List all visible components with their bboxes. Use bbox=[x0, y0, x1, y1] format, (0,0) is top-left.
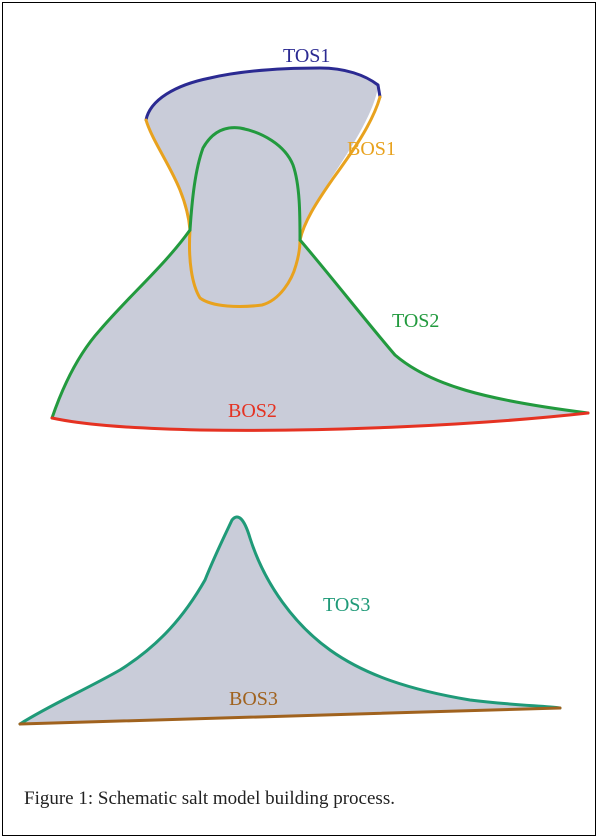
bos1-line-left bbox=[144, 118, 192, 232]
bos2-line bbox=[50, 411, 590, 432]
bos3-line bbox=[18, 706, 562, 726]
tos1-line bbox=[144, 66, 382, 122]
figure-caption: Figure 1: Schematic salt model building … bbox=[24, 788, 395, 809]
tos3-line bbox=[18, 515, 562, 726]
bos2-label: BOS2 bbox=[228, 400, 277, 422]
bos1-line-right bbox=[298, 95, 382, 242]
tos2-label: TOS2 bbox=[392, 310, 439, 332]
upper-salt-body bbox=[52, 68, 588, 431]
bos1-line-inner bbox=[188, 228, 302, 309]
lower-salt-body bbox=[20, 517, 560, 724]
tos1-label: TOS1 bbox=[283, 45, 330, 67]
tos3-label: TOS3 bbox=[323, 594, 370, 616]
tos2-line-inner bbox=[188, 126, 302, 242]
bos1-label: BOS1 bbox=[347, 138, 396, 160]
tos2-line-outer bbox=[50, 228, 590, 420]
bos3-label: BOS3 bbox=[229, 688, 278, 710]
